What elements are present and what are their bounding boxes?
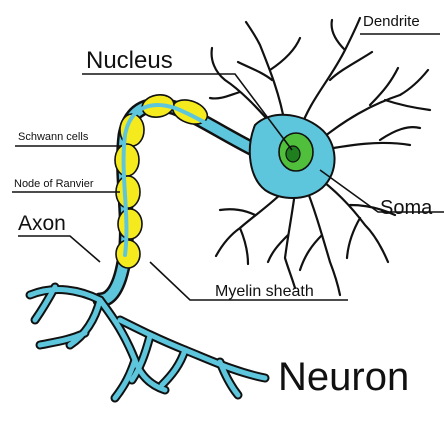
- nucleolus-shape: [286, 146, 300, 162]
- nucleus-label: Nucleus: [86, 47, 173, 74]
- axon-terminals: [30, 287, 265, 398]
- soma-shape: [250, 115, 335, 198]
- axon-leader: [18, 236, 100, 262]
- soma-label: Soma: [380, 197, 433, 219]
- leader-lines: [12, 34, 444, 300]
- title-label: Neuron: [278, 355, 409, 399]
- axon-label: Axon: [18, 212, 66, 235]
- dendrite-label: Dendrite: [363, 13, 420, 30]
- schwann-cells-label: Schwann cells: [18, 131, 89, 143]
- node-of-ranvier-label: Node of Ranvier: [14, 178, 94, 190]
- myelin-sheath-label: Myelin sheath: [215, 283, 314, 300]
